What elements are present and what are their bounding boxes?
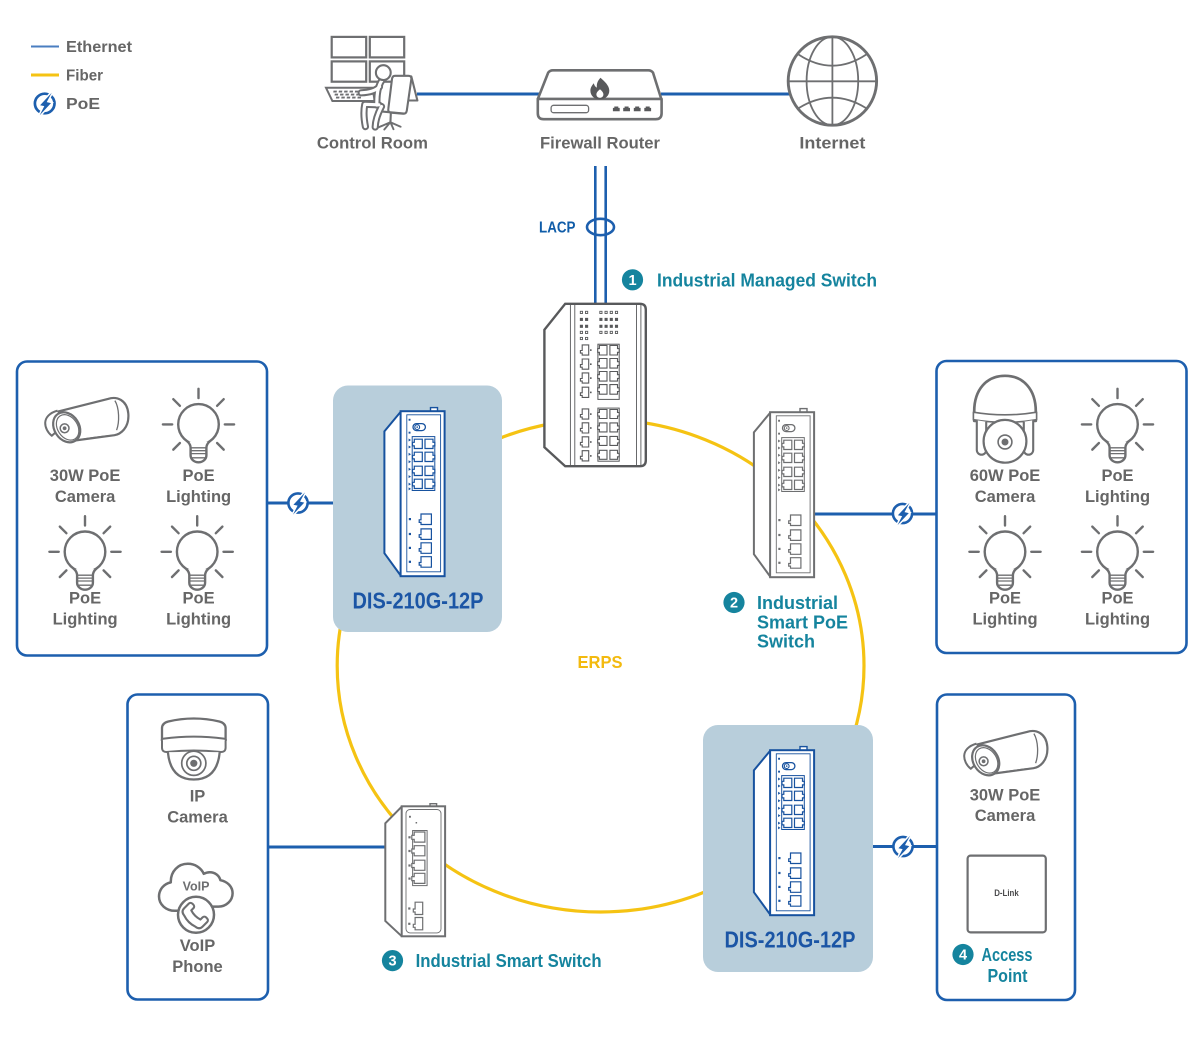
svg-text:DIS-210G-12P: DIS-210G-12P [725, 927, 856, 953]
svg-text:PoE: PoE [66, 96, 100, 113]
svg-text:Camera: Camera [975, 488, 1036, 506]
svg-text:2: 2 [730, 596, 738, 612]
svg-text:Smart PoE: Smart PoE [757, 612, 848, 632]
svg-text:PoE: PoE [989, 590, 1021, 608]
svg-text:Switch: Switch [757, 632, 815, 652]
svg-text:Ethernet: Ethernet [66, 39, 133, 56]
svg-text:LACP: LACP [539, 220, 576, 237]
svg-text:Camera: Camera [975, 807, 1036, 825]
svg-text:PoE: PoE [1101, 467, 1133, 485]
svg-text:Lighting: Lighting [166, 488, 231, 506]
svg-text:Lighting: Lighting [166, 610, 231, 628]
svg-text:Point: Point [988, 966, 1028, 986]
svg-text:Industrial: Industrial [757, 593, 838, 613]
svg-text:IP: IP [190, 788, 206, 806]
svg-text:Industrial Smart Switch: Industrial Smart Switch [416, 951, 602, 971]
svg-text:Lighting: Lighting [1085, 488, 1150, 506]
svg-text:ERPS: ERPS [578, 652, 623, 672]
svg-text:Lighting: Lighting [1085, 610, 1150, 628]
svg-text:4: 4 [959, 948, 967, 964]
svg-text:Firewall Router: Firewall Router [540, 134, 660, 153]
svg-text:PoE: PoE [1101, 590, 1133, 608]
svg-text:Camera: Camera [55, 488, 116, 506]
svg-text:DIS-210G-12P: DIS-210G-12P [353, 588, 484, 614]
svg-text:3: 3 [388, 954, 396, 970]
svg-text:PoE: PoE [69, 590, 101, 608]
svg-text:1: 1 [628, 273, 636, 289]
svg-text:Fiber: Fiber [66, 68, 103, 85]
svg-text:30W PoE: 30W PoE [50, 467, 121, 485]
svg-text:Control Room: Control Room [317, 134, 428, 153]
svg-text:D-Link: D-Link [994, 888, 1019, 898]
svg-text:60W PoE: 60W PoE [970, 467, 1041, 485]
svg-text:VoIP: VoIP [183, 880, 210, 894]
svg-text:PoE: PoE [183, 590, 215, 608]
svg-text:Access: Access [982, 945, 1033, 965]
svg-text:Camera: Camera [167, 808, 228, 826]
svg-text:30W PoE: 30W PoE [970, 786, 1041, 804]
svg-text:Industrial Managed Switch: Industrial Managed Switch [657, 270, 877, 290]
svg-text:Phone: Phone [172, 958, 222, 976]
svg-text:PoE: PoE [183, 467, 215, 485]
svg-text:Lighting: Lighting [53, 610, 118, 628]
svg-text:Lighting: Lighting [972, 610, 1037, 628]
svg-text:Internet: Internet [799, 134, 865, 153]
svg-text:VoIP: VoIP [180, 937, 215, 955]
